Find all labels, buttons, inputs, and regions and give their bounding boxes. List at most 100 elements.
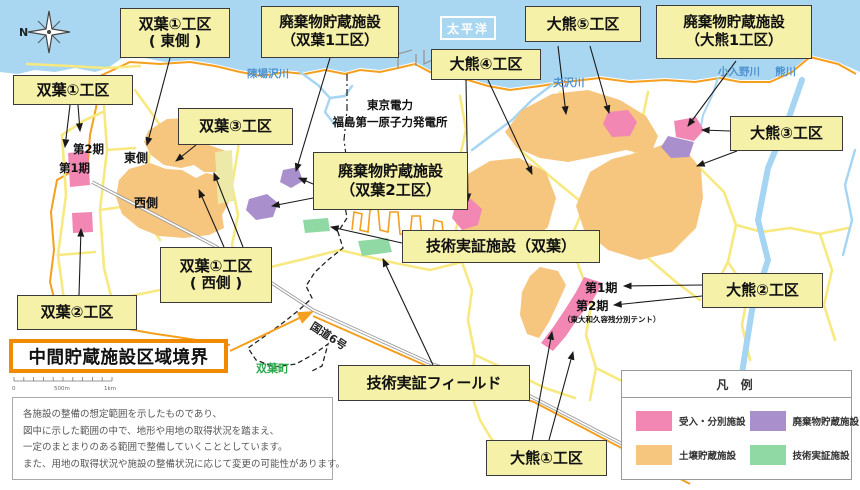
callout-waste-futaba2: 廃棄物貯蔵施設 （双葉2工区）	[313, 152, 468, 210]
compass-north-label: N	[19, 26, 28, 39]
patch-receiving-futaba-south	[72, 212, 93, 233]
patch-soil-okuma-bottom	[520, 267, 566, 338]
callout-futaba1-east: 双葉①工区 ( 東側 )	[120, 8, 230, 58]
legend-label: 土壌貯蔵施設	[679, 451, 737, 462]
callout-line: 大熊④工区	[449, 55, 523, 74]
patch-receiving-okuma1-strip	[541, 277, 603, 351]
area-boundary-plant-jag	[351, 206, 452, 243]
callout-line: 双葉①工区	[138, 14, 212, 33]
legend-item-soil: 土壌貯蔵施設	[636, 445, 746, 465]
callout-line: 中間貯蔵施設区域境界	[28, 347, 209, 368]
boundary-pointer-arrow	[229, 311, 314, 352]
callout-line: 双葉②工区	[40, 303, 114, 322]
phase1-left-label: 第1期	[59, 161, 91, 175]
patch-waste-futaba1	[280, 167, 303, 188]
callout-line: 大熊③工区	[750, 124, 823, 143]
note-line: また、用地の取得状況や施設の整備状況に応じて変更の可能性があります。	[23, 458, 346, 470]
callout-line: 双葉①工区	[36, 80, 110, 99]
callout-line: ( 東側 )	[148, 34, 202, 51]
callout-waste-futaba1: 廃棄物貯蔵施設 （双葉1工区）	[261, 6, 399, 58]
legend-label: 廃棄物貯蔵施設	[792, 417, 860, 428]
callout-line: 廃棄物貯蔵施設	[337, 162, 443, 181]
legend-swatch-orange	[636, 445, 672, 465]
patch-pale-strip	[215, 150, 234, 204]
callout-area-boundary: 中間貯蔵施設区域境界	[9, 339, 228, 373]
legend-title: 凡 例	[622, 371, 851, 398]
callout-okuma5: 大熊⑤工区	[525, 6, 641, 42]
patch-receiving-okuma3	[674, 117, 704, 141]
patch-receiving-okuma5	[603, 110, 637, 137]
legend-swatch-purple	[749, 411, 786, 431]
sea-label-pacific: 太平洋	[440, 16, 496, 40]
note-line: 図中に示した範囲の中で、地形や用地の取得状況を踏まえ、	[23, 425, 280, 437]
callout-waste-okuma1: 廃棄物貯蔵施設 （大熊1工区）	[656, 5, 812, 59]
callout-line: 双葉①工区	[179, 256, 253, 275]
tepco-plant-label: 東京電力 福島第一原子力発電所	[305, 97, 475, 132]
patch-waste-futaba2	[246, 194, 278, 220]
callout-tech-demo-field: 技術実証フィールド	[338, 365, 530, 401]
callout-futaba2: 双葉②工区	[17, 295, 137, 330]
phase2-left-label: 第2期	[73, 142, 105, 156]
facility-patches	[68, 90, 704, 351]
callout-line: 大熊⑤工区	[546, 14, 620, 33]
note-line: 各施設の整備の想定範囲を示したものであり、	[23, 409, 223, 420]
east-side-label: 東側	[124, 151, 149, 165]
futaba-town-label: 双葉町	[256, 362, 289, 375]
disclaimer-note: 各施設の整備の想定範囲を示したものであり、 図中に示した範囲の中で、地形や用地の…	[12, 397, 346, 480]
legend-item-waste: 廃棄物貯蔵施設	[749, 411, 860, 431]
legend-label: 受入・分別施設	[679, 417, 746, 428]
patch-waste-okuma1	[661, 136, 694, 158]
callout-arrows	[62, 45, 738, 441]
callout-line: （双葉1工区）	[281, 33, 379, 49]
river-ottozawa-label: 夫沢川	[553, 77, 585, 89]
patch-soil-futaba-west	[116, 163, 230, 238]
compass-rose-icon: N	[19, 10, 71, 54]
svg-text:1km: 1km	[104, 386, 116, 392]
patch-tech-green-b	[358, 238, 392, 256]
svg-text:0: 0	[12, 386, 16, 392]
callout-line: 廃棄物貯蔵施設	[279, 14, 381, 31]
patch-soil-okuma-left	[454, 158, 556, 251]
phase2-right-note: （東大和久容残分別テント）	[563, 315, 661, 324]
legend-swatch-green	[749, 445, 786, 465]
legend: 凡 例 受入・分別施設 廃棄物貯蔵施設 土壌貯蔵施設 技術実証施設	[621, 370, 859, 480]
patch-soil-futaba-east	[144, 118, 228, 172]
callout-okuma4: 大熊④工区	[431, 49, 541, 80]
river-kumagawa-label: 熊川	[775, 66, 796, 78]
callout-okuma1: 大熊①工区	[486, 440, 607, 476]
callout-line: ( 西側 )	[189, 276, 243, 293]
phase1-right-label: 第1期	[585, 281, 618, 295]
callout-line: 廃棄物貯蔵施設	[683, 14, 785, 31]
callout-line: （大熊1工区）	[685, 33, 783, 49]
callout-line: 技術実証施設（双葉）	[425, 237, 576, 256]
callout-futaba3: 双葉③工区	[178, 108, 293, 145]
callout-line: 大熊①工区	[510, 448, 583, 467]
note-line: 一定のまとまりのある範囲で整備していくこととしています。	[23, 442, 288, 454]
patch-tech-green-a	[303, 218, 330, 233]
legend-swatch-pink	[636, 411, 672, 431]
callout-line: （双葉2工区）	[340, 181, 441, 199]
callout-line: 双葉③工区	[199, 117, 272, 136]
callout-tech-demo-futaba: 技術実証施設（双葉）	[402, 230, 600, 263]
legend-item-tech: 技術実証施設	[749, 445, 860, 465]
legend-grid: 受入・分別施設 廃棄物貯蔵施設 土壌貯蔵施設 技術実証施設	[622, 398, 859, 465]
west-side-label: 西側	[134, 196, 159, 210]
patch-soil-okuma-right	[576, 143, 703, 260]
legend-item-receiving: 受入・分別施設	[636, 411, 746, 431]
scale-bar: 0 500m 1km	[12, 377, 116, 392]
svg-text:500m: 500m	[54, 386, 70, 392]
river-koirino-label: 小入野川	[718, 66, 760, 78]
river-chinbasawa-label: 陳場沢川	[247, 68, 289, 80]
callout-okuma2: 大熊②工区	[702, 273, 823, 308]
callout-line: 技術実証フィールド	[366, 373, 502, 392]
sea-label-text: 太平洋	[446, 21, 489, 36]
callout-line: 大熊②工区	[726, 281, 799, 300]
tepco-line1: 東京電力	[367, 98, 413, 112]
callout-okuma3: 大熊③工区	[730, 116, 843, 151]
tepco-line2: 福島第一原子力発電所	[332, 115, 448, 130]
phase2-right-label: 第2期	[576, 299, 609, 313]
callout-futaba1: 双葉①工区	[13, 75, 133, 105]
patch-soil-okuma-top	[505, 90, 658, 162]
legend-label: 技術実証施設	[792, 451, 850, 462]
